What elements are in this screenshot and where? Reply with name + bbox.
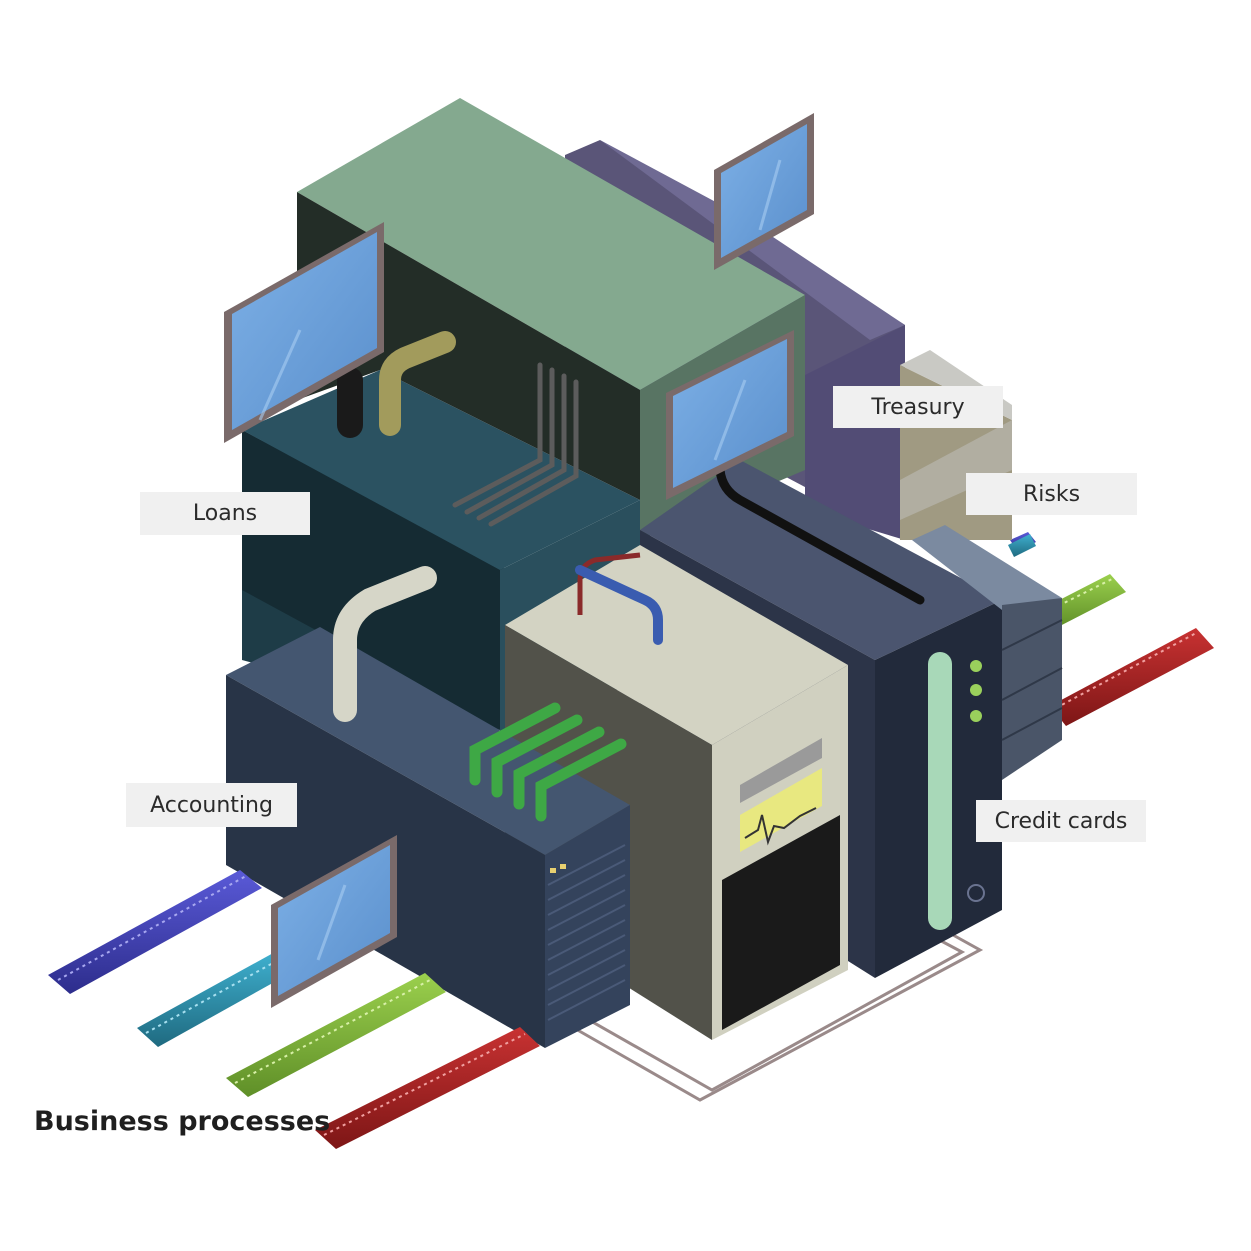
- monitor-icon: [714, 113, 814, 270]
- track-red-left: [315, 1027, 540, 1149]
- track-teal-left: [137, 952, 296, 1047]
- label-accounting: Accounting: [126, 783, 297, 827]
- track-red-right: [1050, 628, 1214, 726]
- label-credit-cards: Credit cards: [976, 800, 1146, 842]
- loans-pipes: [337, 331, 579, 527]
- label-treasury: Treasury: [833, 386, 1003, 428]
- monitor-icon: [666, 330, 794, 500]
- label-loans: Loans: [140, 492, 310, 535]
- label-risks: Risks: [966, 473, 1137, 515]
- track-blue-left: [48, 870, 262, 994]
- business-processes-caption: Business processes: [34, 1106, 331, 1137]
- track-teal-right: [1008, 534, 1036, 557]
- side-rack: [912, 525, 1063, 780]
- track-green-left: [226, 973, 446, 1097]
- monitor-icon: [224, 222, 384, 443]
- monitor-icon: [271, 835, 397, 1008]
- floor-circuit-loop: [559, 923, 984, 1102]
